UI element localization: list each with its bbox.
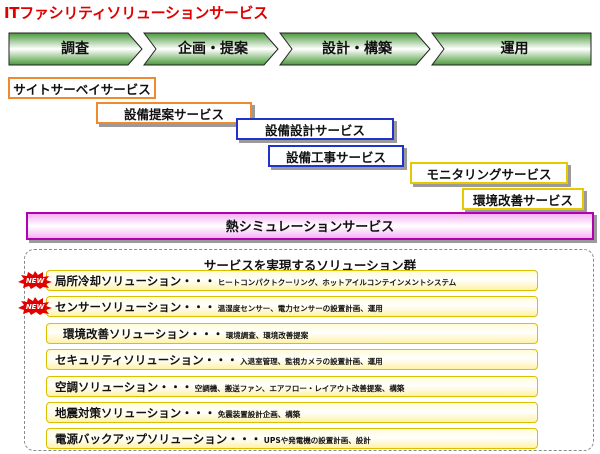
solution-row-content: 空調ソリューション・・・空調機、搬送ファン、エアフロー・レイアウト改善提案、構築 [55, 379, 404, 395]
phase-arrow-bar: 調査 企画・提案 設計・構築 運用 [8, 32, 592, 66]
solution-row-content: 電源バックアップソリューション・・・UPSや発電機の設置計画、設計 [55, 431, 371, 447]
phase-label-design: 設計・構築 [322, 41, 392, 57]
service-thermal-simulation: 熱シミュレーションサービス [26, 212, 594, 240]
new-badge-icon: NEW [18, 271, 52, 289]
solution-row: セキュリティソリューション・・・入退室管理、監視カメラの設置計画、運用 [46, 349, 538, 370]
solution-row: 電源バックアップソリューション・・・UPSや発電機の設置計画、設計 [46, 428, 538, 449]
service-equipment-design: 設備設計サービス [236, 118, 394, 140]
solution-row-content: セキュリティソリューション・・・入退室管理、監視カメラの設置計画、運用 [55, 352, 383, 368]
solutions-group-frame [24, 249, 594, 451]
service-equipment-proposal: 設備提案サービス [96, 102, 252, 124]
solution-row-content: 局所冷却ソリューション・・・ヒートコンパクトクーリング、ホットアイルコンテインメ… [55, 273, 456, 289]
phase-label-survey: 調査 [61, 41, 89, 57]
solution-row: センサーソリューション・・・温湿度センサー、電力センサーの設置計画、運用 [46, 296, 538, 317]
service-equipment-construction: 設備工事サービス [268, 145, 404, 167]
new-badge-label: NEW [26, 277, 45, 285]
service-site-survey: サイトサーベイサービス [8, 77, 156, 99]
service-environment-improvement: 環境改善サービス [462, 188, 584, 210]
solution-row: 局所冷却ソリューション・・・ヒートコンパクトクーリング、ホットアイルコンテインメ… [46, 270, 538, 291]
solution-name: 環境改善ソリューション・・・ [63, 327, 224, 341]
solution-row-content: 地震対策ソリューション・・・免震装置設計企画、構築 [55, 405, 300, 421]
solution-desc: ヒートコンパクトクーリング、ホットアイルコンテインメントシステム [217, 278, 457, 287]
solution-row-content: センサーソリューション・・・温湿度センサー、電力センサーの設置計画、運用 [55, 299, 383, 315]
solution-desc: 温湿度センサー、電力センサーの設置計画、運用 [217, 304, 383, 313]
new-badge-icon: NEW [18, 297, 52, 315]
phase-arrow-shapes [8, 32, 592, 66]
phase-arrow-survey [8, 32, 143, 66]
solution-desc: 環境調査、環境改善提案 [225, 331, 309, 340]
phase-arrow-planning [143, 32, 279, 66]
solution-desc: 免震装置設計企画、構築 [217, 410, 301, 419]
page-title: ITファシリティソリューションサービス [4, 4, 268, 22]
solution-desc: 空調機、搬送ファン、エアフロー・レイアウト改善提案、構築 [194, 384, 405, 393]
solution-row-content: 環境改善ソリューション・・・環境調査、環境改善提案 [63, 326, 308, 342]
solution-name: 電源バックアップソリューション・・・ [55, 432, 262, 446]
solution-row: 空調ソリューション・・・空調機、搬送ファン、エアフロー・レイアウト改善提案、構築 [46, 376, 538, 397]
solution-name: 局所冷却ソリューション・・・ [55, 274, 216, 288]
solution-desc: 入退室管理、監視カメラの設置計画、運用 [240, 357, 383, 366]
phase-arrow-design [279, 32, 431, 66]
solution-name: 空調ソリューション・・・ [55, 380, 193, 394]
solutions-heading: サービスを実現するソリューション群 [203, 258, 417, 273]
solution-row: 地震対策ソリューション・・・免震装置設計企画、構築 [46, 402, 538, 423]
new-badge-label: NEW [26, 303, 45, 311]
phase-label-operation: 運用 [500, 41, 529, 57]
phase-arrow-operation [431, 32, 592, 66]
phase-label-planning: 企画・提案 [178, 41, 248, 57]
solution-name: 地震対策ソリューション・・・ [55, 406, 216, 420]
solution-row: 環境改善ソリューション・・・環境調査、環境改善提案 [46, 323, 538, 344]
solution-desc: UPSや発電機の設置計画、設計 [263, 436, 371, 445]
solution-name: センサーソリューション・・・ [55, 300, 216, 314]
solution-name: セキュリティソリューション・・・ [55, 353, 239, 367]
service-monitoring: モニタリングサービス [410, 162, 568, 184]
